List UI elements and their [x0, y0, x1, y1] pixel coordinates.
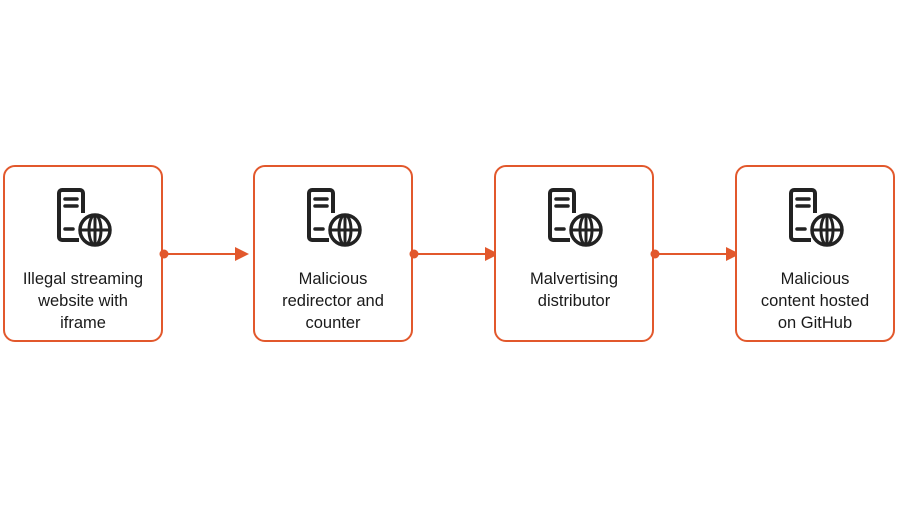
server-globe-icon	[57, 188, 112, 247]
server-globe-icon	[307, 188, 362, 247]
node-malicious-content-github: Malicious content hosted on GitHub	[735, 165, 895, 342]
connector-arrow	[159, 247, 249, 261]
node-label: Malicious redirector and counter	[282, 270, 384, 332]
server-globe-icon	[548, 188, 603, 247]
connector-arrow	[409, 247, 499, 261]
node-malvertising-distributor: Malvertising distributor	[494, 165, 654, 342]
node-illegal-streaming-website: Illegal streaming website with iframe	[3, 165, 163, 342]
node-label: Malvertising distributor	[529, 270, 619, 310]
node-label: Illegal streaming website with iframe	[22, 270, 144, 332]
connector-arrow	[650, 247, 740, 261]
node-malicious-redirector: Malicious redirector and counter	[253, 165, 413, 342]
node-label: Malicious content hosted on GitHub	[760, 270, 870, 332]
server-globe-icon	[789, 188, 844, 247]
